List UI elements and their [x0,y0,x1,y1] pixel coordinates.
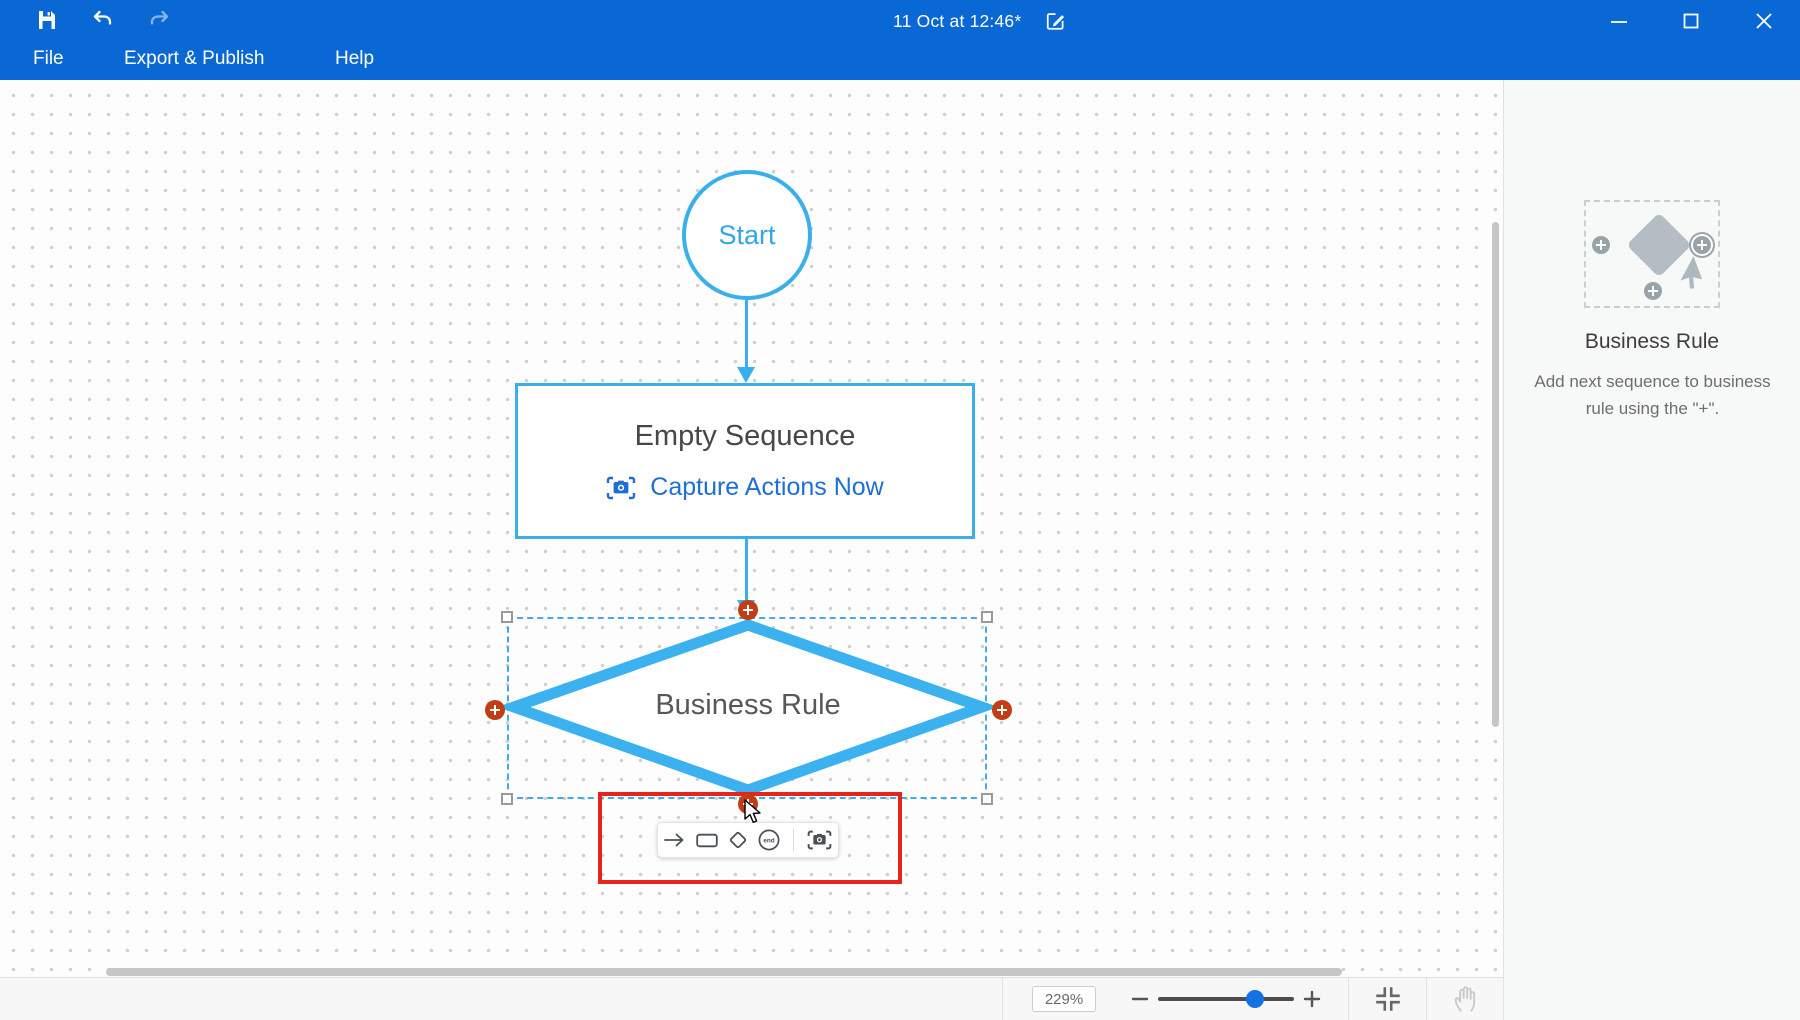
add-arrow-button[interactable] [664,832,686,848]
decision-node-label: Business Rule [655,689,841,721]
quick-add-toolbar: end [657,822,839,858]
add-top-button[interactable] [738,600,758,620]
preview-plus-left-icon [1592,236,1610,254]
connector-start-to-sequence [745,298,748,368]
minimize-icon [1611,21,1627,23]
edit-icon[interactable] [1045,10,1067,32]
plus-icon [1303,990,1321,1008]
zoom-in-button[interactable] [1300,987,1324,1011]
end-icon: end [758,829,780,851]
pan-tool-button[interactable] [1452,985,1480,1013]
maximize-icon [1683,13,1699,29]
rectangle-icon [696,833,718,847]
document-title-group: 11 Oct at 12:46* [893,8,1067,34]
save-icon [39,11,55,29]
title-bar: 11 Oct at 12:46* File Export & Publish [0,0,1800,80]
zoom-out-button[interactable] [1128,987,1152,1011]
sequence-node-title: Empty Sequence [634,420,856,452]
preview-plus-right-icon [1693,236,1711,254]
menu-bar: File Export & Publish Help [0,40,1800,80]
start-node[interactable]: Start [682,170,812,300]
capture-actions-label: Capture Actions Now [650,473,884,501]
vertical-scrollbar[interactable] [1492,222,1499,727]
selection-handle-bottom-right[interactable] [981,793,993,805]
add-right-button[interactable] [992,700,1012,720]
redo-icon [150,10,169,25]
business-rule-preview [1584,200,1720,308]
capture-camera-icon [607,476,636,499]
panel-description: Add next sequence to business rule using… [1534,372,1771,419]
selection-handle-top-right[interactable] [981,611,993,623]
menu-item-file[interactable]: File [33,48,64,69]
start-node-label: Start [718,219,776,250]
undo-icon [93,10,112,25]
maximize-button[interactable] [1678,8,1704,34]
statusbar-divider [1426,978,1427,1020]
add-diamond-button[interactable] [728,830,748,850]
selection-handle-top-left[interactable] [501,611,513,623]
add-bottom-button[interactable] [738,794,758,814]
close-icon [1756,13,1772,29]
end-icon-label: end [763,837,774,844]
hand-icon [1454,986,1476,1012]
undo-button[interactable] [90,8,114,32]
decision-node-shape[interactable] [490,607,1010,807]
status-bar: 229% [0,977,1503,1020]
preview-plus-bottom-icon [1644,282,1662,300]
close-button[interactable] [1751,8,1777,34]
diamond-icon [729,831,747,849]
panel-title: Business Rule [1584,330,1720,353]
statusbar-divider [1348,978,1349,1020]
selection-handle-bottom-left[interactable] [501,793,513,805]
zoom-slider-thumb[interactable] [1246,990,1264,1008]
horizontal-scrollbar[interactable] [106,968,1342,976]
document-title: 11 Oct at 12:46* [893,10,1022,31]
zoom-value-field[interactable]: 229% [1032,986,1096,1012]
minus-icon [1131,997,1149,1001]
fit-to-screen-button[interactable] [1373,984,1403,1014]
info-side-panel: Business Rule Add next sequence to busin… [1503,80,1800,1020]
workflow-canvas[interactable]: Start Empty Sequence Capture Actions Now [0,80,1503,977]
sequence-node[interactable]: Empty Sequence Capture Actions Now [515,383,975,539]
preview-cursor-icon [1680,256,1703,289]
add-left-button[interactable] [485,700,505,720]
add-rectangle-button[interactable] [696,832,718,849]
capture-button[interactable] [807,830,832,850]
redo-button[interactable] [148,8,172,32]
fit-to-screen-icon [1376,987,1400,1011]
connector-arrowhead [737,367,755,383]
capture-icon [807,830,832,850]
menu-item-export-publish[interactable]: Export & Publish [124,48,265,69]
menu-item-help[interactable]: Help [335,48,375,69]
add-end-button[interactable]: end [758,829,780,851]
statusbar-divider [1002,978,1003,1020]
zoom-slider-track[interactable] [1158,997,1294,1001]
connector-sequence-to-decision [745,539,748,602]
arrow-icon [664,833,684,847]
save-button[interactable] [35,8,59,32]
minimize-button[interactable] [1606,8,1632,34]
capture-actions-link[interactable]: Capture Actions Now [606,473,884,502]
toolbar-divider [793,829,794,851]
